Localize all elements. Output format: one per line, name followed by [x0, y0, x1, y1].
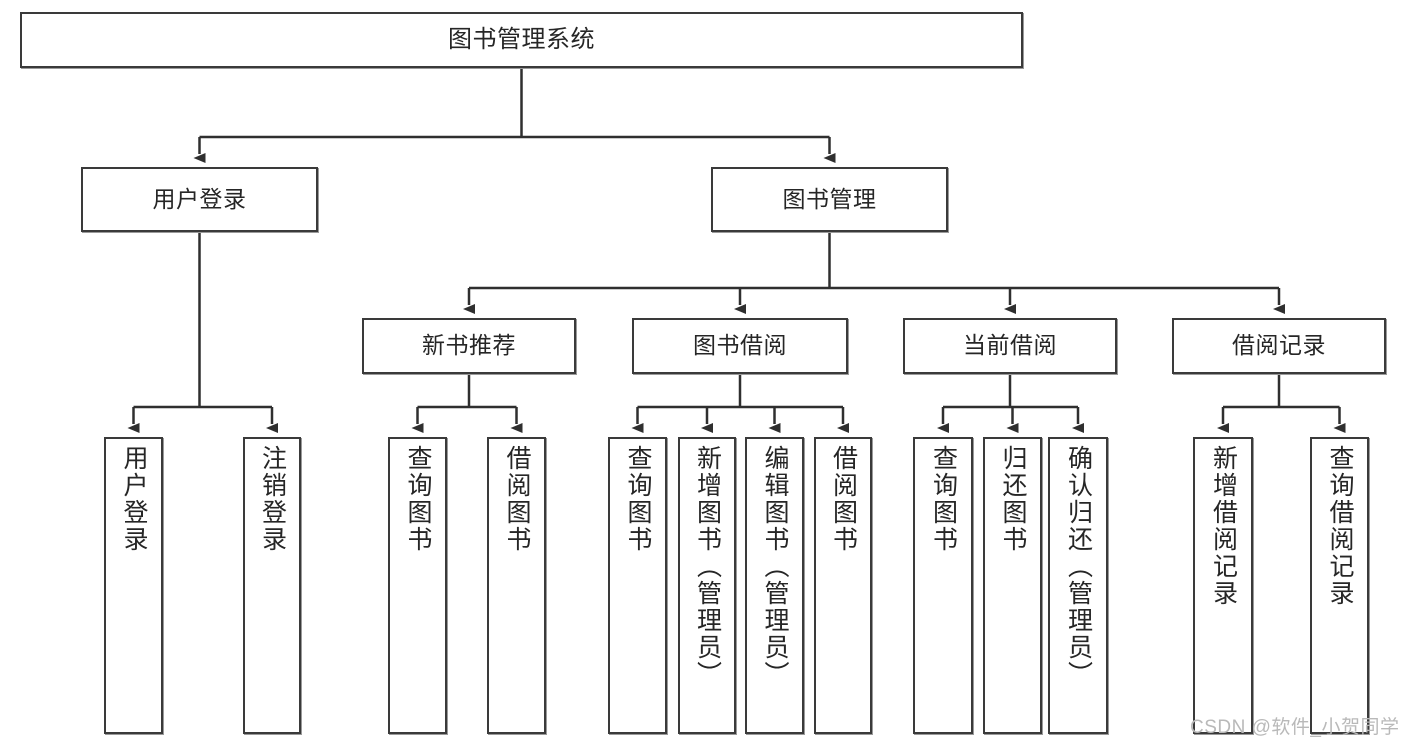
node-label: 用户登录 — [152, 185, 247, 212]
node-leaf-cur-1[interactable]: 查询图书 — [913, 437, 973, 734]
node-label: 归还图书 — [999, 445, 1027, 553]
node-label: 查询图书 — [404, 445, 432, 553]
node-label: 注销登录 — [258, 445, 287, 553]
node-borrow[interactable]: 图书借阅 — [632, 318, 848, 374]
node-root[interactable]: 图书管理系统 — [20, 12, 1023, 68]
node-label: 借阅图书 — [829, 445, 858, 553]
node-leaf-login-2[interactable]: 注销登录 — [243, 437, 301, 734]
node-label: 借阅图书 — [503, 445, 531, 553]
watermark-label: CSDN @软件_小贺同学 — [1190, 717, 1400, 738]
node-label: 查询图书 — [624, 445, 652, 553]
node-label: 新增借阅记录 — [1209, 445, 1238, 607]
node-leaf-rec-1[interactable]: 新增借阅记录 — [1193, 437, 1253, 734]
node-label: 编辑图书（管理员） — [761, 445, 789, 688]
node-label: 确认归还（管理员） — [1064, 445, 1093, 688]
node-label: 用户登录 — [120, 445, 148, 553]
node-label: 借阅记录 — [1232, 332, 1326, 359]
node-current[interactable]: 当前借阅 — [903, 318, 1117, 374]
node-leaf-bor-1[interactable]: 查询图书 — [608, 437, 667, 734]
node-label: 图书管理系统 — [448, 25, 595, 53]
node-label: 图书管理 — [782, 185, 877, 212]
node-label: 查询图书 — [929, 445, 958, 553]
node-login[interactable]: 用户登录 — [81, 167, 318, 232]
node-leaf-new-2[interactable]: 借阅图书 — [487, 437, 546, 734]
node-newbook[interactable]: 新书推荐 — [362, 318, 576, 374]
node-leaf-rec-2[interactable]: 查询借阅记录 — [1310, 437, 1369, 734]
node-leaf-cur-2[interactable]: 归还图书 — [983, 437, 1042, 734]
node-records[interactable]: 借阅记录 — [1172, 318, 1386, 374]
node-label: 新增图书（管理员） — [693, 445, 722, 688]
node-label: 查询借阅记录 — [1326, 445, 1354, 607]
node-label: 图书借阅 — [693, 332, 787, 359]
node-leaf-bor-4[interactable]: 借阅图书 — [814, 437, 872, 734]
node-bookmgmt[interactable]: 图书管理 — [711, 167, 948, 232]
node-label: 当前借阅 — [963, 332, 1057, 359]
node-leaf-bor-3[interactable]: 编辑图书（管理员） — [745, 437, 804, 734]
node-label: 新书推荐 — [422, 332, 516, 359]
node-leaf-login-1[interactable]: 用户登录 — [104, 437, 163, 734]
node-leaf-new-1[interactable]: 查询图书 — [388, 437, 447, 734]
node-leaf-cur-3[interactable]: 确认归还（管理员） — [1048, 437, 1108, 734]
node-leaf-bor-2[interactable]: 新增图书（管理员） — [678, 437, 736, 734]
